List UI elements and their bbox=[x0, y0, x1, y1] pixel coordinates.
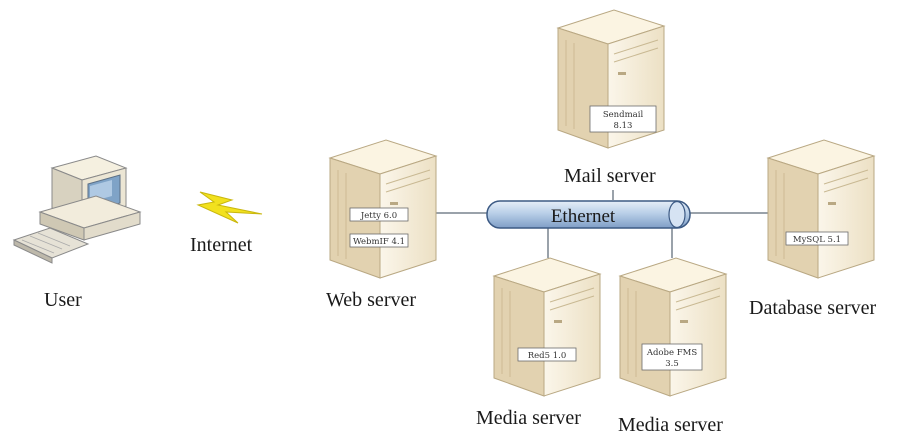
database-server-label: Database server bbox=[749, 297, 876, 319]
software-tag-text: Adobe FMS bbox=[646, 348, 697, 358]
software-tag bbox=[589, 105, 657, 133]
software-tag-text: 3.5 bbox=[665, 359, 679, 369]
web-server-label: Web server bbox=[326, 289, 416, 311]
database-server-icon[interactable] bbox=[767, 139, 875, 279]
media-server-2-label: Media server bbox=[618, 414, 723, 436]
database-server-software-tags: MySQL 5.1 bbox=[785, 231, 849, 246]
internet-label: Internet bbox=[190, 234, 253, 256]
user-computer-icon[interactable] bbox=[12, 155, 142, 264]
software-tag-text: Sendmail bbox=[603, 110, 644, 120]
media-server-1-icon[interactable] bbox=[493, 257, 601, 397]
user-label: User bbox=[44, 289, 82, 311]
software-tag bbox=[349, 207, 409, 222]
ethernet-bus: Ethernet bbox=[486, 200, 691, 229]
lightning-bolt-icon bbox=[196, 191, 263, 224]
software-tag-text: 8.13 bbox=[614, 121, 633, 131]
software-tag-text: Red5 1.0 bbox=[528, 351, 567, 361]
software-tag bbox=[641, 343, 703, 371]
software-tag bbox=[785, 231, 849, 246]
software-tag-text: MySQL 5.1 bbox=[793, 235, 841, 245]
media-server-1-label: Media server bbox=[476, 407, 581, 429]
ethernet-pipe bbox=[486, 200, 691, 229]
software-tag bbox=[349, 233, 409, 248]
software-tag bbox=[517, 347, 577, 362]
software-tag-text: WebmIF 4.1 bbox=[353, 237, 405, 247]
mail-server-software-tags: Sendmail 8.13 bbox=[589, 105, 657, 133]
ethernet-label: Ethernet bbox=[551, 206, 616, 227]
web-server-software-tags: Jetty 6.0 WebmIF 4.1 bbox=[349, 207, 409, 248]
ethernet-pipe-end bbox=[668, 200, 686, 229]
media-server-1-software-tags: Red5 1.0 bbox=[517, 347, 577, 362]
mail-server-label: Mail server bbox=[564, 165, 656, 187]
media-server-2-software-tags: Adobe FMS 3.5 bbox=[641, 343, 703, 371]
software-tag-text: Jetty 6.0 bbox=[360, 211, 397, 221]
media-server-2-icon[interactable] bbox=[619, 257, 727, 397]
